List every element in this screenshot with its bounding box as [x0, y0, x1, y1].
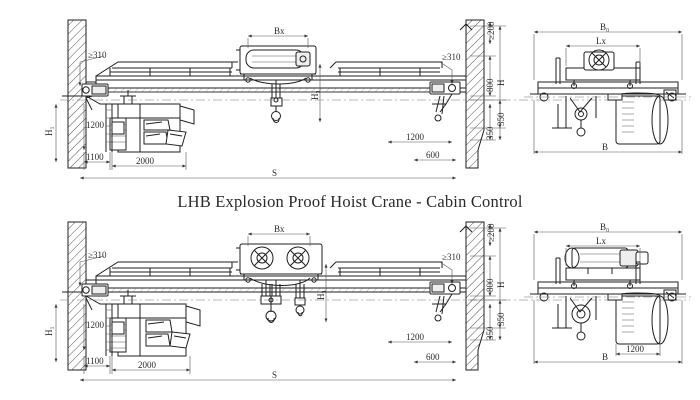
dim-trolley-track-top-inset: Lx: [596, 36, 606, 46]
dim-right-clearance-bottom: ≥310: [442, 252, 461, 262]
dim-right-offset-top: 1200: [406, 132, 425, 142]
dim-lift-height-top: H₃: [310, 90, 320, 100]
dim-base-width-top-inset: B: [602, 142, 608, 152]
drum-detail-top-inset: [583, 49, 615, 71]
dim-cabin-height-bottom: 1200: [86, 320, 105, 330]
dim-wall-height-top: H₁: [44, 126, 54, 136]
dim-cabin-height-top: 1200: [86, 120, 105, 130]
dim-top-clearance-top: ≥200: [486, 21, 496, 40]
dim-wall-height-bottom: H₁: [44, 326, 54, 336]
right-end-carriage-bottom: [429, 281, 461, 322]
dim-rail-to-beam-bottom: 800: [485, 278, 495, 292]
dim-trolley-wheelbase-top: Bx: [274, 26, 285, 36]
dim-rail-drop-b-top: 350: [485, 126, 495, 140]
dim-end-offset-bottom: 600: [426, 352, 440, 362]
dim-total-height-top: H: [496, 79, 506, 86]
dim-left-clearance-top: ≥310: [88, 50, 107, 60]
dim-rail-drop-a-bottom: 350: [496, 312, 506, 326]
dim-right-clearance-top: ≥310: [442, 52, 461, 62]
motor-drum-top-inset: [607, 92, 669, 145]
dimension-set-bottom: ≥310 ≥310 ≥200 H 800 350 350 1200 1100 2…: [44, 223, 506, 382]
hoist-mech-bottom-inset: [552, 296, 597, 341]
dimension-set-top: ≥310 ≥310 ≥200 H 800 350 350 12: [44, 21, 506, 180]
hoist-trolley-top: [236, 45, 317, 85]
dim-rail-drop-a-top: 350: [496, 112, 506, 126]
top-end-view-inset: B₀ Lx B: [524, 22, 692, 154]
left-wall-column-bottom: [62, 221, 87, 371]
dim-rail-to-beam-top: 800: [485, 78, 495, 92]
left-end-carriage-top: [81, 83, 140, 111]
dim-cabin-width-top: 2000: [136, 156, 155, 166]
dim-base-width-bottom-inset: B: [602, 352, 608, 362]
dim-rail-drop-b-bottom: 350: [485, 326, 495, 340]
dim-span-top: S: [272, 168, 277, 178]
dim-span-bottom: S: [272, 370, 277, 380]
dim-overall-width-bottom-inset: B₀: [600, 222, 609, 232]
dim-drum-width-bottom-inset: 1200: [626, 344, 645, 354]
bottom-end-view-inset: B₀ Lx 1200 B: [524, 222, 692, 364]
bottom-elevation-group: ≥310 ≥310 ≥200 H 800 350 350 1200 1100 2…: [44, 221, 690, 382]
dim-left-clearance-bottom: ≥310: [88, 250, 107, 260]
operator-cabin-top: [105, 90, 195, 153]
dim-end-offset-top: 600: [426, 150, 440, 160]
right-end-carriage-top: [429, 81, 461, 122]
motor-drum-bottom-inset: [607, 292, 669, 345]
dim-cabin-offset-bottom: 1100: [86, 356, 104, 366]
drawing-caption: LHB Explosion Proof Hoist Crane - Cabin …: [177, 192, 523, 211]
dim-overall-width-top-inset: B₀: [600, 22, 609, 32]
top-elevation-group: ≥310 ≥310 ≥200 H 800 350 350 12: [44, 19, 690, 180]
dim-trolley-wheelbase-bottom: Bx: [274, 224, 285, 234]
hoist-mech-top-inset: [552, 96, 597, 137]
drum-motor-bottom-inset: [564, 247, 649, 274]
dim-cabin-offset-top: 1100: [86, 152, 104, 162]
dim-trolley-track-bottom-inset: Lx: [596, 236, 606, 246]
hoist-trolley-bottom: [236, 243, 323, 286]
dim-total-height-bottom: H: [496, 281, 506, 288]
dim-cabin-width-bottom: 2000: [138, 360, 157, 370]
right-wall-column-top: [459, 19, 485, 169]
dim-lift-height-bottom: H₃: [316, 290, 326, 300]
dim-right-offset-bottom: 1200: [406, 332, 425, 342]
dim-top-clearance-bottom: ≥200: [486, 223, 496, 242]
operator-cabin-bottom: [105, 290, 201, 357]
